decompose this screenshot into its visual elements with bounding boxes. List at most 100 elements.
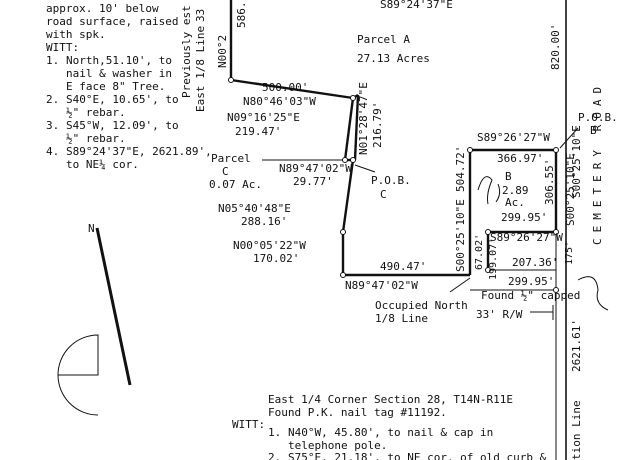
pob-c-leader bbox=[354, 164, 376, 173]
north-arrow-shaft bbox=[95, 227, 132, 386]
witt-heading: WITT: bbox=[46, 41, 79, 54]
north-arrow-half-circle bbox=[57, 334, 99, 376]
previously-established-label: Previously est bbox=[180, 5, 193, 98]
cemetery-road-lines bbox=[530, 150, 567, 460]
north-arrow-letter: N bbox=[88, 222, 95, 235]
line-216 bbox=[353, 94, 360, 161]
bearing-label: S89°24'37"E bbox=[380, 0, 453, 11]
pob-c-letter: C bbox=[380, 188, 387, 201]
bearing-label: N00°05'22"W bbox=[233, 239, 306, 252]
bearing-label: N00°2 bbox=[216, 35, 229, 68]
bearing-label: S00°25'10"E bbox=[570, 125, 583, 198]
bearing-label: S00°25'10"E bbox=[454, 199, 467, 272]
fragment-label: 33 bbox=[194, 9, 207, 22]
witt-item-num: 3. bbox=[46, 119, 59, 132]
witt-intro-line: with spk. bbox=[46, 28, 106, 41]
distance-label: 2621.61' bbox=[570, 319, 583, 372]
vertex-marker bbox=[467, 147, 473, 153]
distance-label: 175' bbox=[564, 241, 575, 265]
pob-b-label: P.O.B. bbox=[578, 111, 618, 124]
witt-item-line: E face 8" Tree. bbox=[66, 80, 165, 93]
distance-label: 299.95' bbox=[501, 211, 547, 224]
section-line-label: tion Line bbox=[570, 400, 583, 460]
bearing-label: S89°26'27"W bbox=[477, 131, 550, 144]
distance-label: 199.07' bbox=[488, 238, 499, 280]
witt-item-line: North,51.10', to bbox=[66, 54, 172, 67]
bearing-label: N89°47'02"W bbox=[345, 279, 418, 292]
pob-b-leader bbox=[559, 127, 579, 149]
parcel-a-boundary bbox=[229, 0, 567, 277]
witt-item-line: S45°W, 12.09', to bbox=[66, 119, 179, 132]
vertex-marker bbox=[342, 157, 348, 163]
pob-b-letter: B bbox=[590, 124, 597, 137]
vertex-marker bbox=[485, 267, 491, 273]
distance-label: 207.36' bbox=[512, 256, 558, 269]
witt-item-line: S75°E, 21.18', to NE cor. of old curb & bbox=[288, 451, 547, 460]
north-arrow: N bbox=[57, 222, 132, 416]
witt-intro-line: road surface, raised bbox=[46, 15, 178, 28]
east-eighth-line-label: East 1/8 Line bbox=[194, 26, 207, 112]
distance-label: 820.00' bbox=[549, 24, 562, 70]
distance-label: 288.16' bbox=[241, 215, 287, 228]
vertex-marker bbox=[553, 147, 559, 153]
vertex-markers bbox=[228, 77, 559, 293]
line-288 bbox=[341, 159, 355, 233]
parcel-b-unit: Ac. bbox=[505, 196, 525, 209]
distance-label: 490.47' bbox=[380, 260, 426, 273]
bearing-label: S00°25'10"E bbox=[564, 153, 577, 226]
distance-label: 29.77' bbox=[293, 175, 333, 188]
parcel-a-area: 27.13 Acres bbox=[357, 52, 430, 65]
vertex-marker bbox=[485, 229, 491, 235]
distance-label: 67.02' bbox=[474, 234, 485, 270]
witt-item-line: ½" rebar. bbox=[66, 132, 126, 145]
occupied-line-label: Occupied North bbox=[375, 299, 468, 312]
vertex-marker bbox=[340, 272, 346, 278]
witt-item-num: 4. bbox=[46, 145, 59, 158]
leader-lines bbox=[262, 127, 609, 311]
bearing-label: N05°40'48"E bbox=[218, 202, 291, 215]
witt-item-line: ½" rebar. bbox=[66, 106, 126, 119]
vertex-marker bbox=[228, 77, 234, 83]
line-500 bbox=[230, 78, 354, 100]
occupied-leader bbox=[449, 277, 471, 293]
cemetery-road-label: CEMETERY ROAD bbox=[591, 81, 604, 245]
found-rebar-label: Found ½" capped bbox=[481, 289, 580, 302]
witt-item-line: to NE¼ cor. bbox=[66, 158, 139, 171]
bearing-label: N01°28'47"E bbox=[357, 82, 370, 155]
witt-item-num: 2. bbox=[268, 451, 281, 460]
distance-label: 366.97' bbox=[497, 152, 543, 165]
witt-top-notes: approx. 10' below road surface, raised w… bbox=[46, 2, 212, 171]
parcel-b-letter: B bbox=[505, 170, 512, 183]
parcel-c-letter: C bbox=[222, 165, 229, 178]
witt-item-num: 1. bbox=[46, 54, 59, 67]
bearing-label: S89°26'27"W bbox=[490, 231, 563, 244]
line-219 bbox=[343, 97, 355, 161]
witt-item-line: nail & washer in bbox=[66, 67, 172, 80]
distance-label: 170.02' bbox=[253, 252, 299, 265]
corner-description: Found P.K. nail tag #11192. bbox=[268, 406, 447, 419]
parcel-c-name: Parcel bbox=[211, 152, 251, 165]
vertex-marker bbox=[350, 157, 356, 163]
distance-label: 306.55' bbox=[543, 159, 556, 205]
bearing-label: N09°16'25"E bbox=[227, 111, 300, 124]
occupied-line-label: 1/8 Line bbox=[375, 312, 428, 325]
fragment-label: 586. bbox=[235, 2, 248, 29]
witt-bottom-notes: WITT: 1. N40°W, 45.80', to nail & cap in… bbox=[232, 418, 547, 460]
corner-description: East 1/4 Corner Section 28, T14N-R11E bbox=[268, 393, 513, 406]
vertex-marker bbox=[553, 229, 559, 235]
witt-heading: WITT: bbox=[232, 418, 265, 431]
bearing-label: N89°47'02"W bbox=[279, 162, 352, 175]
witt-item-num: 2. bbox=[46, 93, 59, 106]
pob-c-label: P.O.B. bbox=[371, 174, 411, 187]
witt-item-num: 1. bbox=[268, 426, 281, 439]
witt-item-line: S40°E, 10.65', to bbox=[66, 93, 179, 106]
right-of-way-label: 33' R/W bbox=[476, 308, 523, 321]
road-squiggle bbox=[577, 276, 609, 311]
witt-item-line: telephone pole. bbox=[288, 439, 387, 452]
vertex-marker bbox=[350, 95, 356, 101]
parcel-a-name: Parcel A bbox=[357, 33, 410, 46]
distance-label: 500.00' bbox=[262, 81, 308, 94]
distance-label: 504.72' bbox=[454, 146, 467, 192]
parcel-c-area: 0.07 Ac. bbox=[209, 178, 262, 191]
